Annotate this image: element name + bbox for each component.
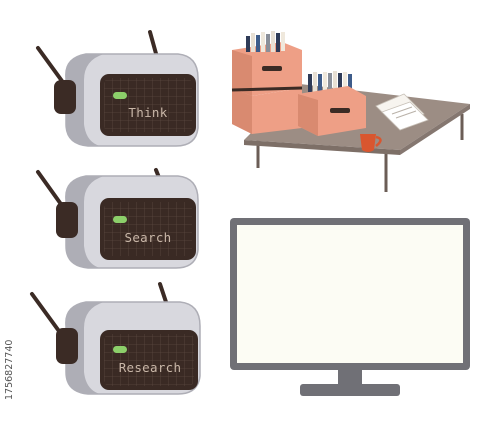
file-box-icon (298, 71, 366, 136)
robot-think: Think (36, 30, 199, 147)
monitor-neck (338, 370, 362, 386)
indicator-light-icon (113, 92, 127, 99)
robot-screen-label: Search (125, 230, 172, 245)
table-scene (231, 31, 470, 192)
robot-research: Research (30, 282, 201, 395)
robot-ear (56, 202, 78, 238)
indicator-light-icon (113, 216, 127, 223)
robot-ear (56, 328, 78, 364)
robot-search: Search (36, 168, 199, 269)
papers-icon (375, 93, 429, 131)
stock-id-text: 1756827740 (4, 340, 15, 400)
monitor-stand (300, 384, 400, 396)
file-box-icon (231, 31, 303, 134)
mug-icon (360, 134, 382, 152)
monitor-screen (237, 225, 463, 363)
robot-screen-label: Research (119, 360, 182, 375)
monitor-icon (230, 218, 470, 396)
robot-screen-label: Think (128, 105, 167, 120)
indicator-light-icon (113, 346, 127, 353)
robot-ear (54, 80, 76, 114)
